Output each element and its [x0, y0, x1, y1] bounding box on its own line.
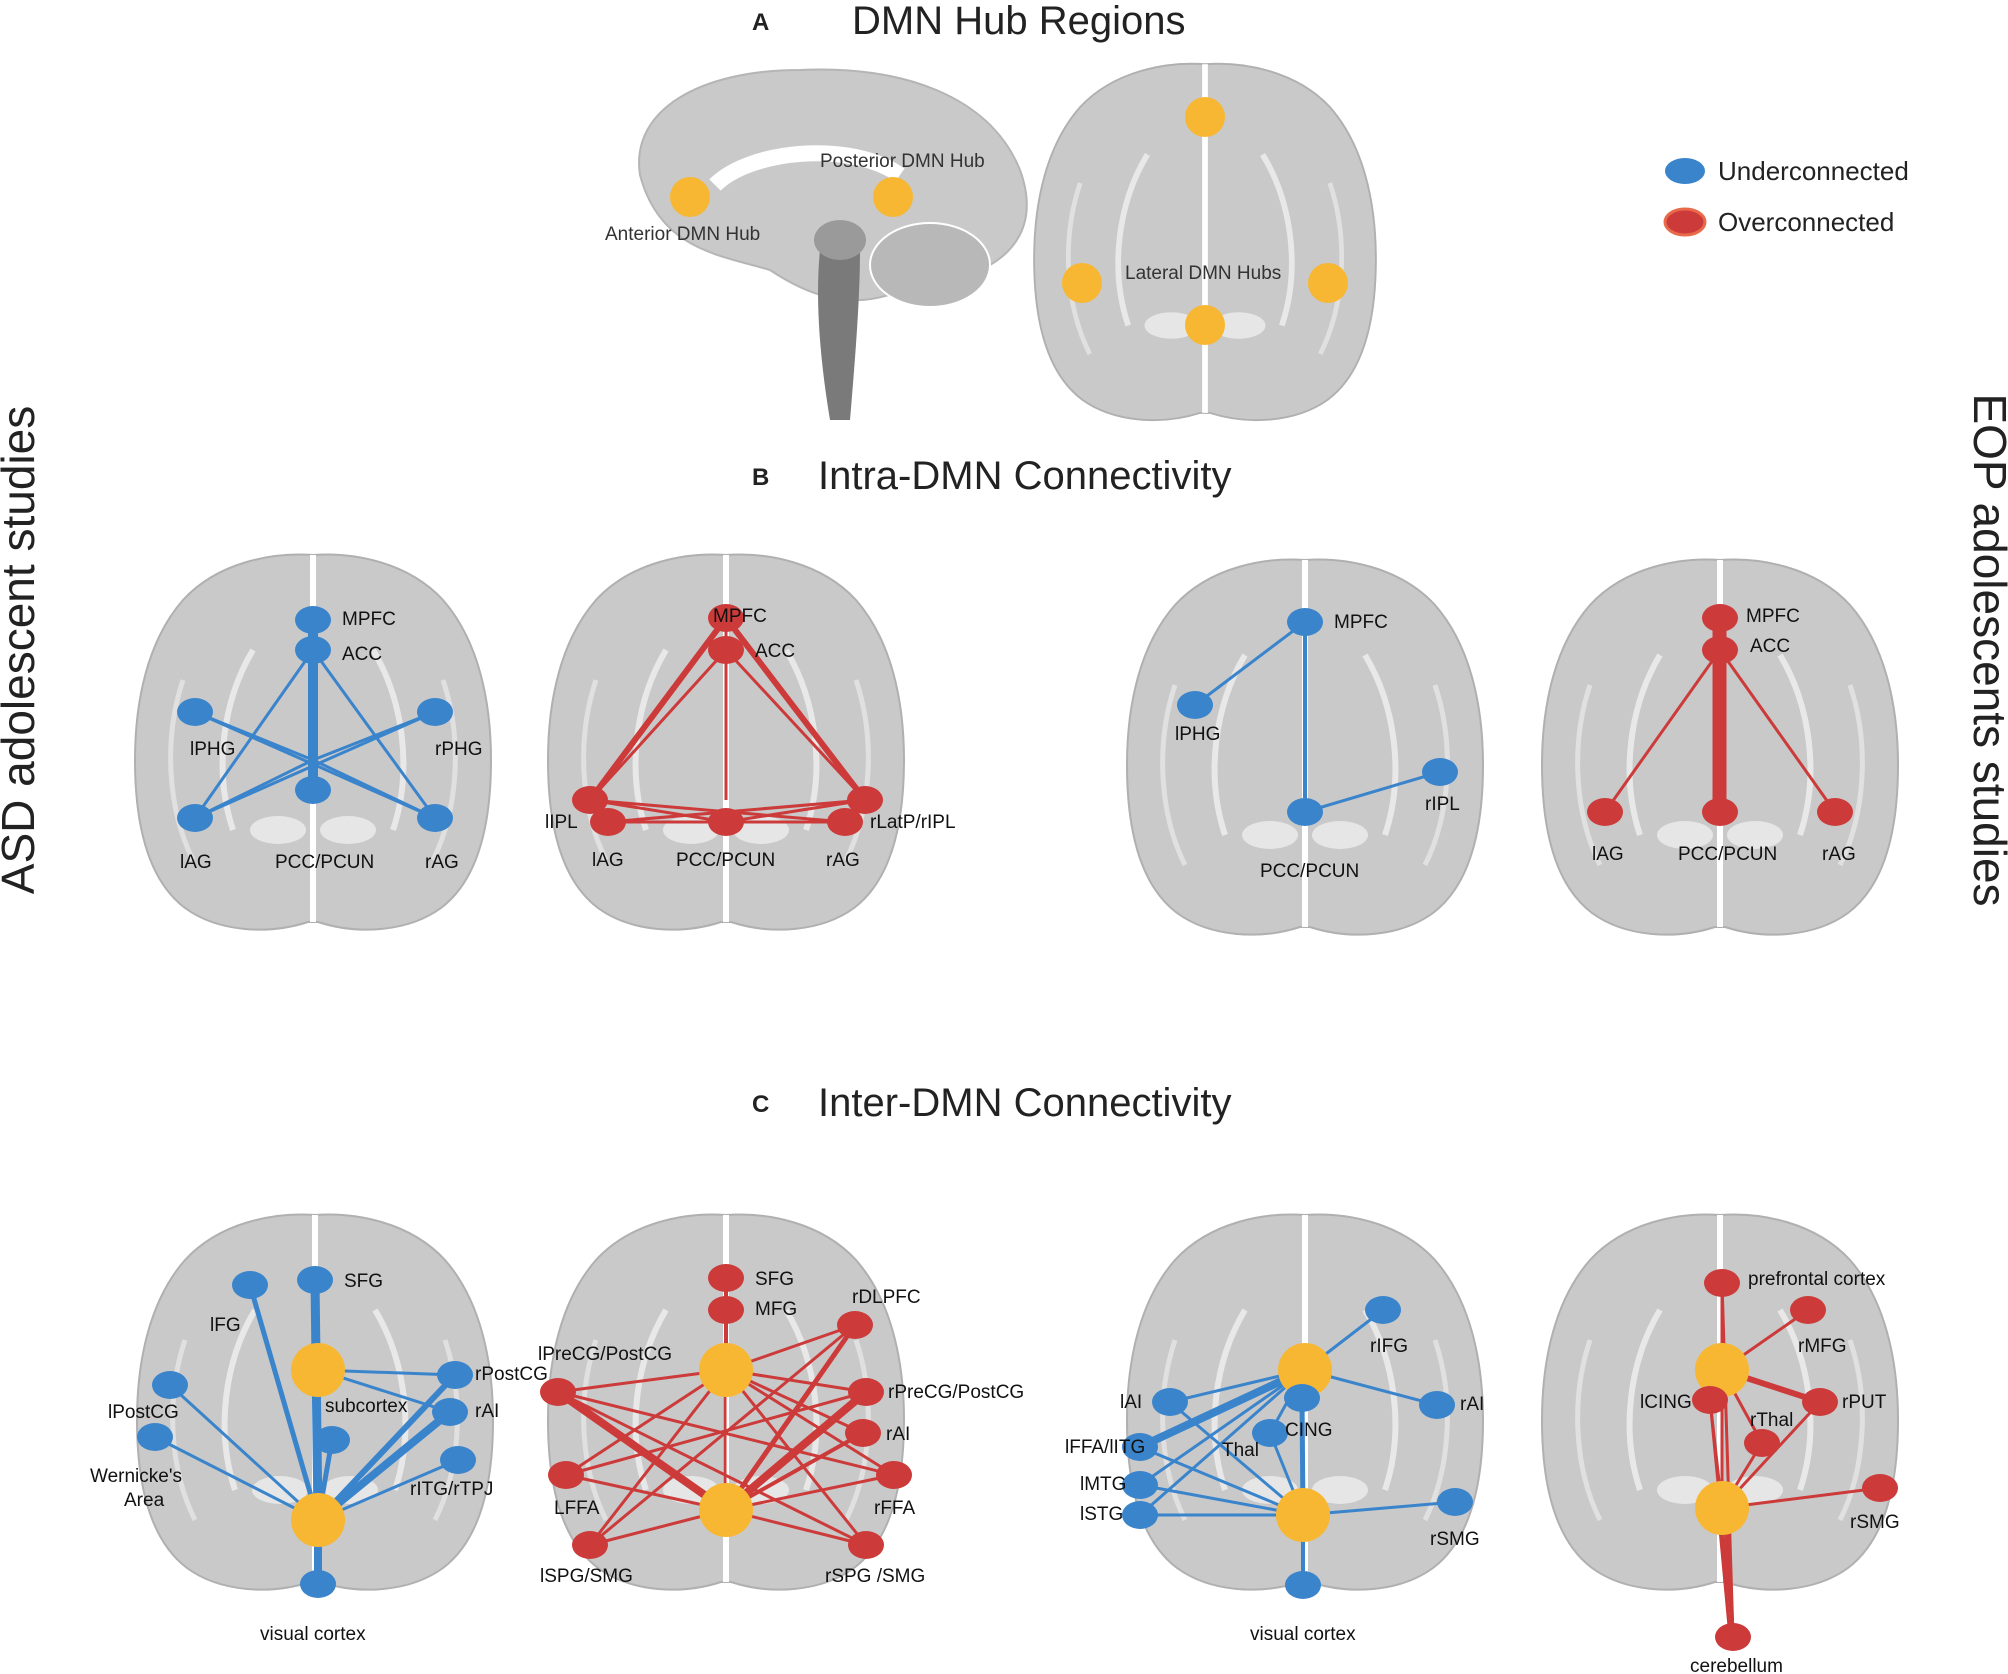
lateral-hubs-label: Lateral DMN Hubs — [1125, 263, 1281, 284]
b3-diagram — [1127, 560, 1483, 935]
b2-mpfc: MPFC — [713, 606, 767, 627]
b1-acc: ACC — [342, 644, 382, 665]
legend-over-swatch — [1663, 207, 1707, 237]
c1-wernicke-1: Wernicke's — [90, 1466, 182, 1487]
hub-lateral-right — [1308, 263, 1348, 303]
c3-lffa: lFFA/lITG — [1065, 1437, 1145, 1458]
b1-pcc: PCC/PCUN — [275, 852, 374, 873]
c2-rffa: rFFA — [874, 1498, 915, 1519]
c4-diagram — [1542, 1215, 1898, 1651]
b1-lag: lAG — [180, 852, 212, 873]
side-left-label: ASD adolescent studies — [0, 406, 44, 894]
anterior-hub-label: Anterior DMN Hub — [605, 224, 760, 245]
c4-lcing: lCING — [1640, 1392, 1692, 1413]
legend-over-label: Overconnected — [1718, 207, 1894, 237]
panel-a-letter: A — [752, 9, 769, 36]
b2-diagram — [548, 555, 904, 930]
c2-lprecg: lPreCG/PostCG — [538, 1344, 672, 1365]
panel-c-title: Inter-DMN Connectivity — [818, 1081, 1231, 1125]
b1-rag: rAG — [425, 852, 459, 873]
b2-rag: rAG — [826, 850, 860, 871]
b1-mpfc: MPFC — [342, 609, 396, 630]
hub-posterior-axial — [1185, 305, 1225, 345]
b3-mpfc: MPFC — [1334, 612, 1388, 633]
c1-visual: visual cortex — [260, 1624, 366, 1645]
b4-diagram — [1542, 560, 1898, 935]
c1-diagram — [137, 1215, 493, 1598]
b2-lipl: lIPL — [545, 812, 578, 833]
b1-diagram — [135, 555, 491, 930]
c1-lfg: lFG — [210, 1315, 241, 1336]
b3-ripl: rIPL — [1425, 794, 1460, 815]
c2-rspg: rSPG /SMG — [825, 1566, 925, 1587]
c1-sfg: SFG — [344, 1271, 383, 1292]
c4-pfc: prefrontal cortex — [1748, 1269, 1886, 1290]
c3-thal: Thal — [1222, 1440, 1259, 1461]
c1-wernicke-2: Area — [124, 1490, 165, 1511]
b2-lag: lAG — [592, 850, 624, 871]
c3-diagram — [1122, 1215, 1483, 1599]
c1-ritg: rITG/rTPJ — [410, 1479, 493, 1500]
c4-cerebellum: cerebellum — [1690, 1656, 1783, 1674]
c3-rsmg: rSMG — [1430, 1529, 1480, 1550]
b4-acc: ACC — [1750, 636, 1790, 657]
c3-lmtg: lMTG — [1080, 1474, 1126, 1495]
c3-rifg: rIFG — [1370, 1336, 1408, 1357]
panel-b-title: Intra-DMN Connectivity — [818, 454, 1231, 498]
legend-under-swatch — [1665, 158, 1705, 184]
panel-c-letter: C — [752, 1091, 769, 1118]
b2-acc: ACC — [755, 641, 795, 662]
b4-lag: lAG — [1592, 844, 1624, 865]
c1-rai: rAI — [475, 1401, 499, 1422]
sagittal-brain — [638, 68, 1028, 420]
c1-subcortex: subcortex — [325, 1396, 408, 1417]
hub-anterior-axial — [1185, 97, 1225, 137]
posterior-hub-label: Posterior DMN Hub — [820, 151, 985, 172]
b4-rag: rAG — [1822, 844, 1856, 865]
legend-under-label: Underconnected — [1718, 156, 1909, 186]
b1-rphg: rPHG — [435, 739, 483, 760]
c2-sfg: SFG — [755, 1269, 794, 1290]
b4-pcc: PCC/PCUN — [1678, 844, 1777, 865]
c2-rprecg: rPreCG/PostCG — [888, 1382, 1024, 1403]
b3-pcc: PCC/PCUN — [1260, 861, 1359, 882]
c2-mfg: MFG — [755, 1299, 797, 1320]
c2-rdlpfc: rDLPFC — [852, 1287, 921, 1308]
b4-mpfc: MPFC — [1746, 606, 1800, 627]
c4-rmfg: rMFG — [1798, 1336, 1847, 1357]
c2-rai: rAI — [886, 1424, 910, 1445]
b3-lphg: lPHG — [1175, 724, 1220, 745]
side-right-label: EOP adolescents studies — [1964, 393, 2008, 906]
c3-rai: rAI — [1460, 1394, 1484, 1415]
posterior-dmn-hub — [873, 177, 913, 217]
b1-lphg: lPHG — [190, 739, 235, 760]
anterior-dmn-hub — [670, 177, 710, 217]
c3-lstg: lSTG — [1080, 1504, 1123, 1525]
c2-lffa: LFFA — [554, 1498, 600, 1519]
b2-rlatp: rLatP/rIPL — [870, 812, 956, 833]
c3-lai: lAI — [1120, 1392, 1142, 1413]
b2-pcc: PCC/PCUN — [676, 850, 775, 871]
c4-rput: rPUT — [1842, 1392, 1887, 1413]
c2-diagram — [540, 1215, 912, 1590]
panel-a-title: DMN Hub Regions — [852, 0, 1185, 43]
c2-lspg: lSPG/SMG — [540, 1566, 633, 1587]
c4-rthal: rThal — [1750, 1410, 1793, 1431]
c3-cing: CING — [1285, 1420, 1333, 1441]
c3-visual: visual cortex — [1250, 1624, 1356, 1645]
hub-lateral-left — [1062, 263, 1102, 303]
c4-rsmg: rSMG — [1850, 1512, 1900, 1533]
panel-b-letter: B — [752, 464, 769, 491]
c1-lpostcg: lPostCG — [108, 1402, 179, 1423]
c1-rpostcg: rPostCG — [475, 1364, 548, 1385]
